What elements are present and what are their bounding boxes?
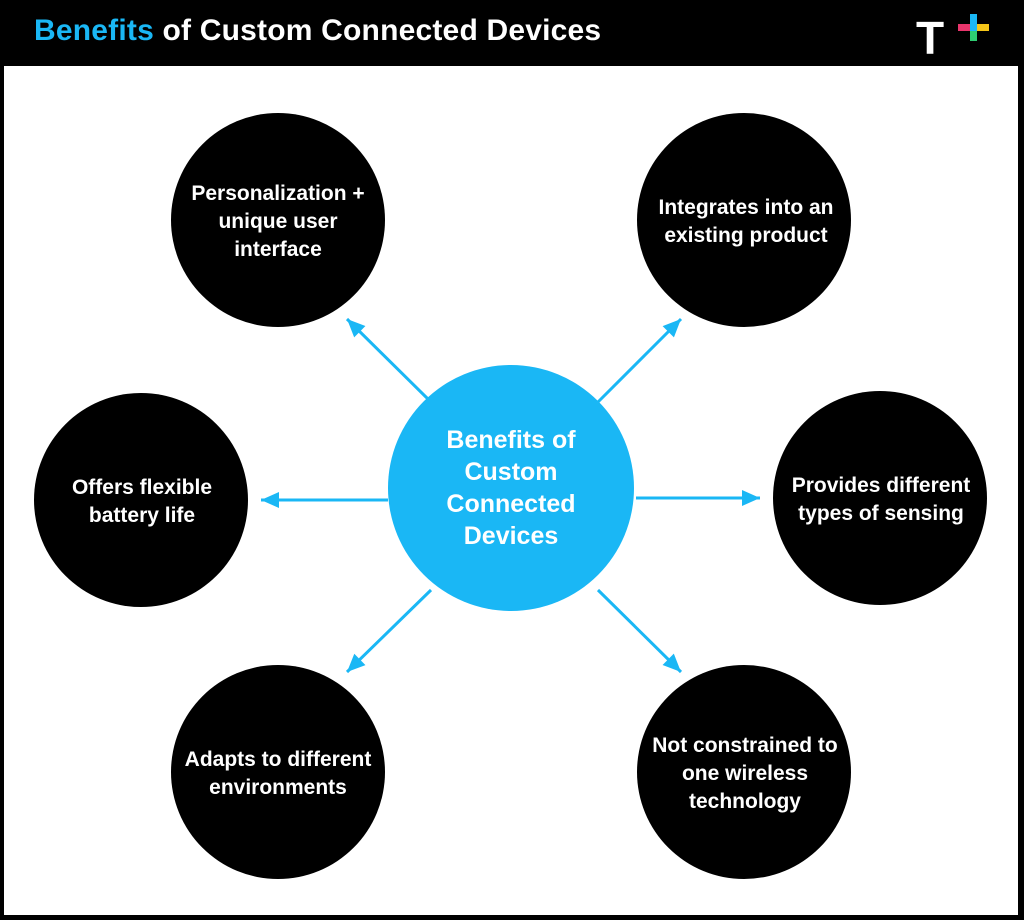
- benefit-node-1: [171, 113, 385, 327]
- arrowhead-1: [347, 319, 366, 338]
- logo-plus-left: [958, 24, 970, 31]
- arrowhead-3: [261, 492, 279, 508]
- diagram-svg: [34, 113, 987, 879]
- connector-arrow-6: [596, 588, 683, 674]
- header-bar: Benefits of Custom Connected Devices T: [0, 0, 1024, 66]
- benefit-node-label-5: Adapts to different environments: [184, 747, 372, 799]
- benefit-node-3: [34, 393, 248, 607]
- arrowhead-4: [742, 490, 760, 506]
- logo-letter: T: [916, 12, 944, 58]
- benefit-node-2: [637, 113, 851, 327]
- title-accent: Benefits: [34, 14, 154, 47]
- brand-logo: T: [916, 12, 989, 58]
- diagram-canvas: Personalization + unique user interface I…: [4, 66, 1018, 915]
- page-title: Benefits of Custom Connected Devices: [34, 14, 601, 48]
- benefit-node-label-2: Integrates into an existing product: [658, 195, 834, 247]
- benefit-node-6: [637, 665, 851, 879]
- benefit-node-4: [773, 391, 987, 605]
- benefit-node-label-3: Offers flexible battery life: [71, 475, 213, 527]
- arrowhead-5: [347, 653, 366, 672]
- logo-plus-center: [970, 24, 977, 31]
- benefit-node-5: [171, 665, 385, 879]
- arrowhead-2: [662, 319, 681, 338]
- benefit-node-label-6: Not constrained to one wireless technolo…: [652, 733, 838, 813]
- connector-arrow-2: [596, 317, 683, 404]
- benefit-node-label-1: Personalization + unique user interface: [191, 181, 365, 261]
- hub-circle: [388, 365, 634, 611]
- arrowhead-6: [662, 653, 681, 672]
- connector-arrow-1: [345, 317, 433, 404]
- logo-plus-right: [977, 24, 989, 31]
- connector-arrow-5: [345, 588, 433, 674]
- benefit-node-label-4: Provides different types of sensing: [791, 473, 971, 525]
- logo-plus-top: [970, 14, 977, 24]
- title-rest: of Custom Connected Devices: [153, 14, 602, 47]
- hub-label: Benefits of Custom Connected Devices: [446, 426, 576, 550]
- logo-plus-bottom: [970, 31, 977, 41]
